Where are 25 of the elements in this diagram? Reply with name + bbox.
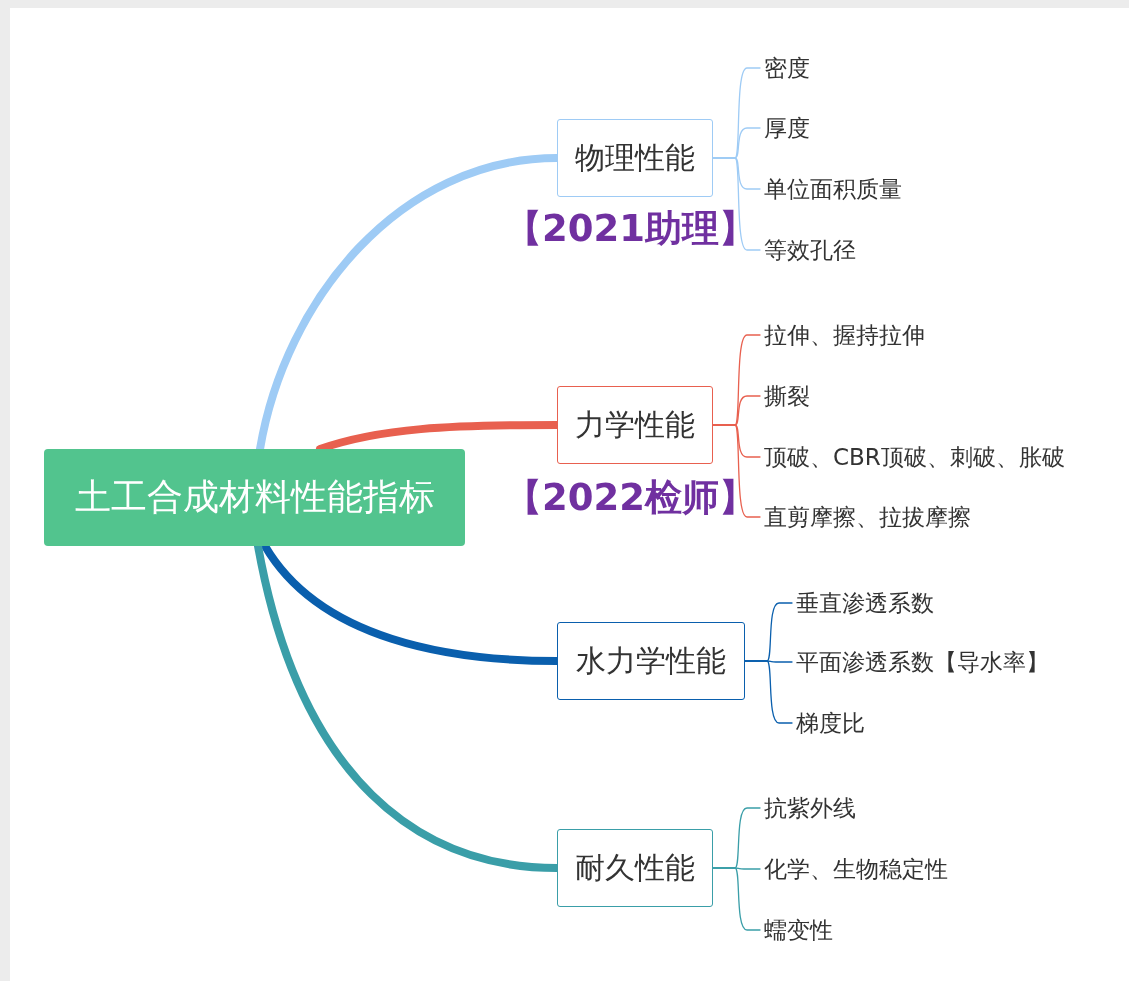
topic-box: 水力学性能 (557, 622, 745, 700)
root-node: 土工合成材料性能指标 (44, 449, 465, 546)
bracket-line (712, 424, 761, 518)
bracket-line (744, 660, 793, 724)
exam-tag: 【2021助理】 (505, 204, 756, 254)
subtopic-text: 拉伸、握持拉伸 (760, 317, 925, 353)
bracket-line (712, 157, 761, 251)
subtopic-text: 抗紫外线 (760, 790, 856, 826)
subtopic-text: 梯度比 (792, 705, 865, 741)
subtopic-text: 单位面积质量 (760, 171, 902, 207)
subtopic-text: 平面渗透系数【导水率】 (792, 644, 1049, 680)
subtopic-text: 顶破、CBR顶破、刺破、胀破 (760, 439, 1065, 475)
exam-tag: 【2022检师】 (505, 473, 756, 523)
subtopic-text: 化学、生物稳定性 (760, 851, 948, 887)
subtopic-text: 密度 (760, 50, 810, 86)
bracket-line (712, 867, 761, 931)
subtopic-text: 蠕变性 (760, 912, 833, 948)
subtopic-text: 垂直渗透系数 (792, 585, 934, 621)
topic-box: 物理性能 (557, 119, 713, 197)
subtopic-text: 直剪摩擦、拉拔摩擦 (760, 499, 971, 535)
topic-box: 耐久性能 (557, 829, 713, 907)
subtopic-text: 厚度 (760, 110, 810, 146)
subtopic-text: 撕裂 (760, 378, 810, 414)
subtopic-text: 等效孔径 (760, 232, 856, 268)
topic-box: 力学性能 (557, 386, 713, 464)
